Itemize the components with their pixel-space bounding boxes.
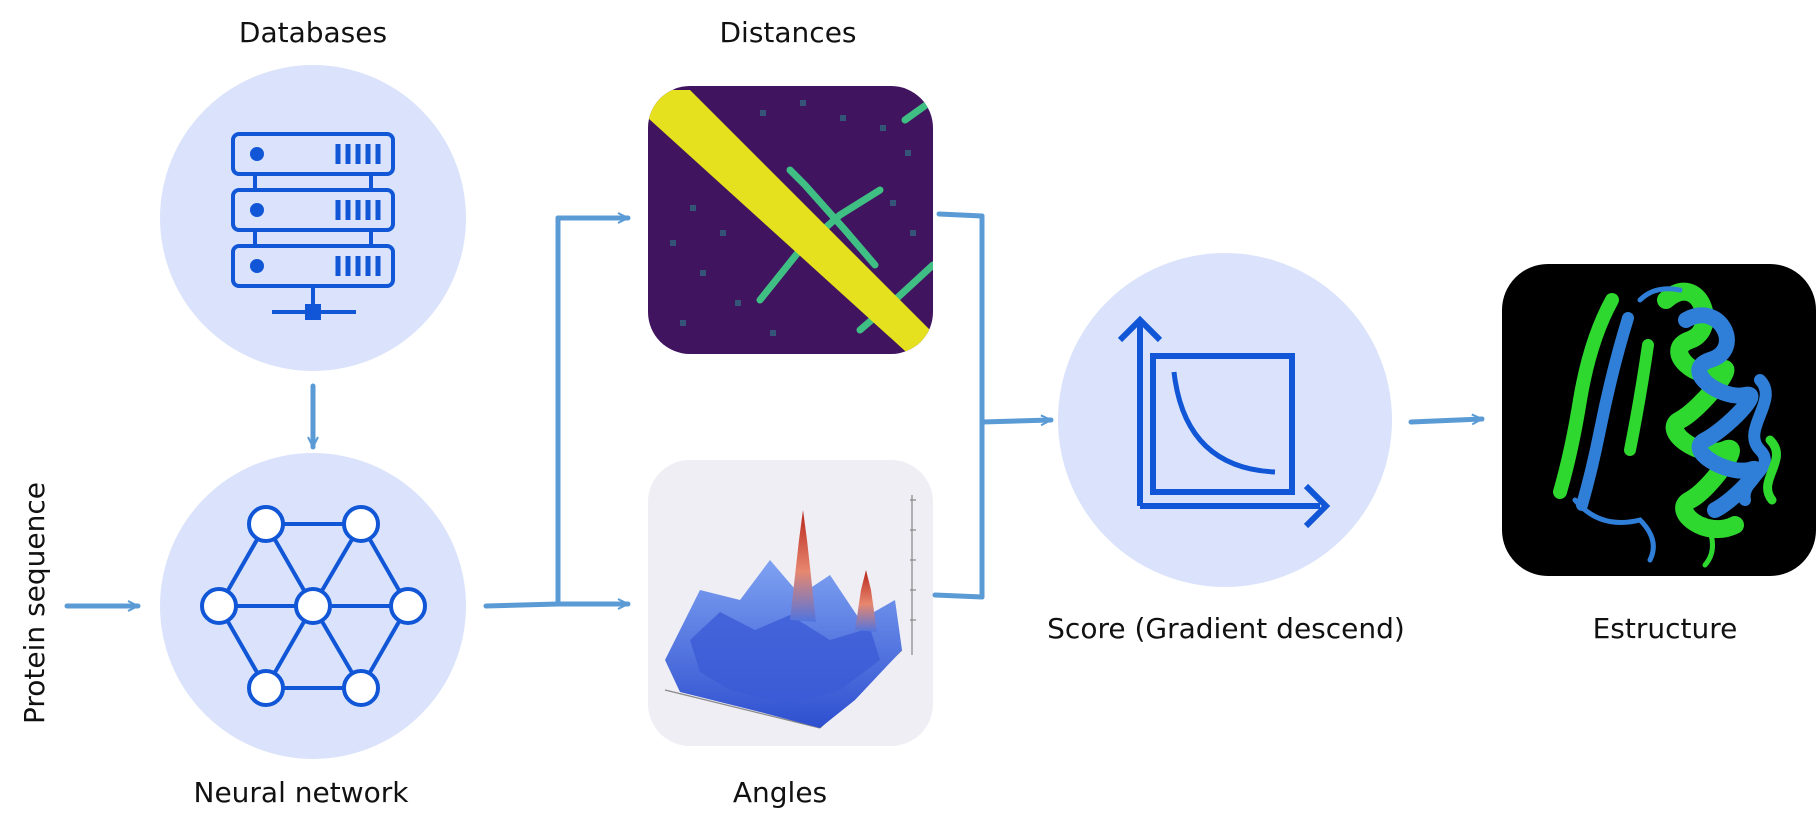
- descending-curve-plot-icon: [1117, 315, 1331, 529]
- angles-label: Angles: [733, 776, 827, 809]
- connector-distances-out: [936, 211, 985, 219]
- server-stack-icon: [231, 132, 395, 320]
- protein-ribbon-structure: [1502, 264, 1816, 576]
- connector-angles-out: [932, 592, 985, 600]
- distance-contact-map: [648, 86, 933, 354]
- protein-sequence-label: Protein sequence: [18, 482, 51, 724]
- structure-label: Estructure: [1593, 612, 1738, 645]
- 3d-angle-surface-plot: [648, 460, 933, 746]
- network-graph-icon: [200, 505, 427, 707]
- connectors: [64, 211, 1485, 612]
- distances-label: Distances: [719, 16, 856, 49]
- databases-node: [160, 65, 466, 371]
- score-label: Score (Gradient descend): [1047, 612, 1405, 645]
- arrow-score-to-structure: [1408, 413, 1485, 426]
- databases-label: Databases: [239, 16, 387, 49]
- neural-network-label: Neural network: [194, 776, 410, 809]
- arrow-to-score: [979, 414, 1054, 427]
- score-node: [1058, 253, 1392, 587]
- connector-network-out: [483, 601, 561, 609]
